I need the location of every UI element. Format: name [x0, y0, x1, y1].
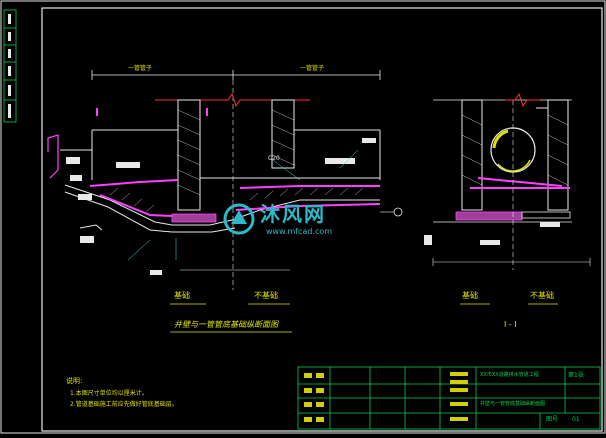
binding-strip-marks	[8, 14, 11, 118]
cushion-label: C20	[268, 155, 280, 162]
notes-heading: 说明:	[66, 377, 83, 385]
dim-label-right: 一管管子	[300, 65, 325, 72]
elevation-label-no-foundation: 不基础	[254, 291, 278, 300]
title-block-sheet-label: 第1张	[568, 372, 584, 379]
section-view	[424, 92, 591, 305]
binding-strip	[3, 9, 17, 123]
note-item-2: 2.管道基础施工前应先做好管底基础层。	[70, 401, 178, 408]
dim-label-left: 一管管子	[128, 65, 153, 72]
title-block-project-name: XX市XX道路排水管道工程	[480, 372, 539, 378]
title-block-grid	[297, 366, 601, 430]
section-view-title: I - I	[504, 320, 517, 329]
title-block-sheet-no-label: 图号	[546, 416, 559, 423]
watermark: 沐风网 www.mfcad.com	[222, 200, 382, 240]
title-block-drawing-title: 井壁与一管管底基础纵断面图	[480, 401, 546, 407]
title-block-sheet-no: 01	[572, 416, 580, 423]
elevation-view-title: 井壁与一管管底基础纵断面图	[174, 320, 278, 329]
elevation-view	[47, 70, 403, 333]
watermark-url: www.mfcad.com	[266, 227, 333, 236]
title-block-stamps	[304, 372, 468, 422]
elevation-label-foundation: 基础	[174, 291, 190, 300]
section-label-foundation: 基础	[462, 291, 478, 300]
watermark-brand: 沐风网	[260, 202, 326, 226]
section-label-no-foundation: 不基础	[530, 291, 554, 300]
inner-frame	[41, 7, 603, 432]
watermark-logo-icon	[223, 203, 255, 235]
note-item-1: 1.本图尺寸单位均以厘米计。	[70, 390, 148, 397]
